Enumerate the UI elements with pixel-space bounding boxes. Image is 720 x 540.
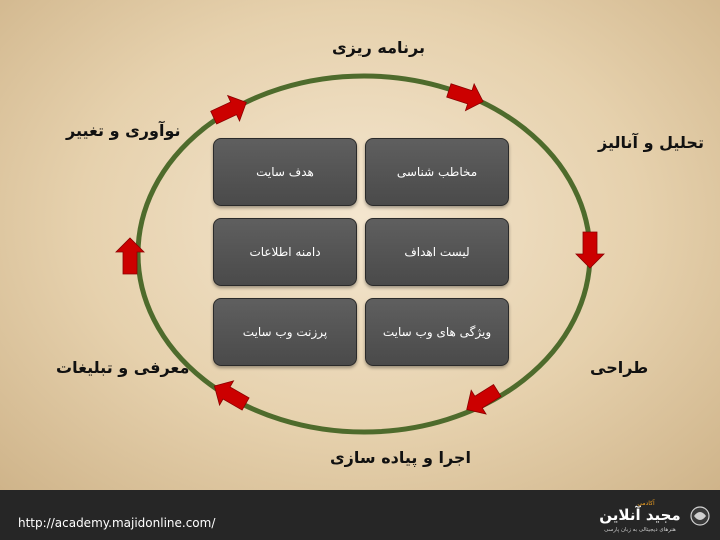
box-info-domain: دامنه اطلاعات: [213, 218, 357, 286]
footer-url-link[interactable]: http://academy.majidonline.com/: [18, 516, 216, 530]
majidonline-logo: آکادمی مجید آنلاین هنرهای دیجیتالی به زب…: [586, 496, 712, 536]
footer-bar: [0, 490, 720, 540]
stage-promotion: معرفی و تبلیغات: [56, 358, 190, 377]
slide-background: [0, 0, 720, 490]
logo-small-text: آکادمی: [637, 498, 655, 507]
logo-text: مجید آنلاین: [599, 506, 680, 524]
box-site-goal: هدف سایت: [213, 138, 357, 206]
cycle-ring: [135, 73, 593, 435]
cycle-arrow: [213, 380, 250, 411]
box-site-presentation: پرزنت وب سایت: [213, 298, 357, 366]
cycle-arrow: [446, 82, 484, 112]
stage-design: طراحی: [590, 358, 649, 377]
stage-planning: برنامه ریزی: [332, 38, 425, 57]
stage-innovation: نوآوری و تغییر: [66, 121, 181, 140]
cycle-arrow: [115, 237, 145, 275]
box-goals-list: لیست اهداف: [365, 218, 509, 286]
box-audience: مخاطب شناسی: [365, 138, 509, 206]
stage-analysis: تحلیل و آنالیز: [598, 133, 704, 152]
box-site-features: ویژگی های وب سایت: [365, 298, 509, 366]
cycle-arrow: [210, 94, 247, 125]
cycle-arrow: [466, 383, 502, 415]
logo-tagline: هنرهای دیجیتالی به زبان پارسی: [604, 527, 676, 533]
cycle-diagram: [115, 73, 605, 435]
cycle-arrow: [575, 231, 605, 269]
stage-implementation: اجرا و پیاده سازی: [330, 448, 471, 467]
